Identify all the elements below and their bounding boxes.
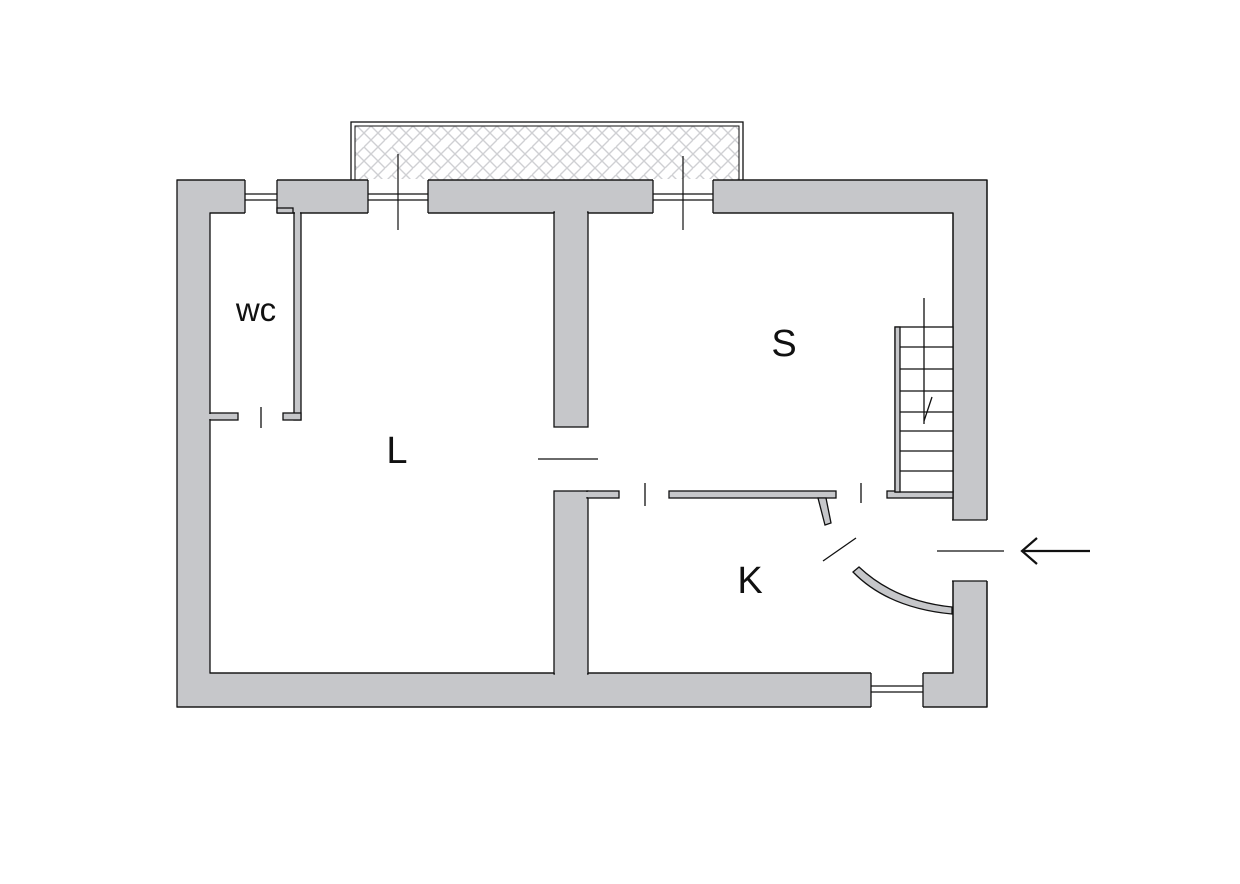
room-label-kitchen: K — [737, 560, 762, 602]
room-label-salon: S — [771, 323, 796, 365]
interior-walls — [206, 207, 954, 676]
entrance — [937, 550, 1004, 552]
window-living — [368, 154, 428, 230]
window-salon — [653, 156, 713, 230]
wall-openings — [245, 179, 988, 708]
room-label-living: L — [386, 430, 407, 472]
arrow-left-icon — [1020, 537, 1090, 565]
doors — [260, 407, 953, 615]
staircase — [894, 298, 954, 493]
window-wc — [245, 193, 277, 201]
terrace — [350, 121, 744, 183]
window-kitchen — [871, 685, 923, 693]
room-label-wc: wc — [235, 291, 276, 328]
